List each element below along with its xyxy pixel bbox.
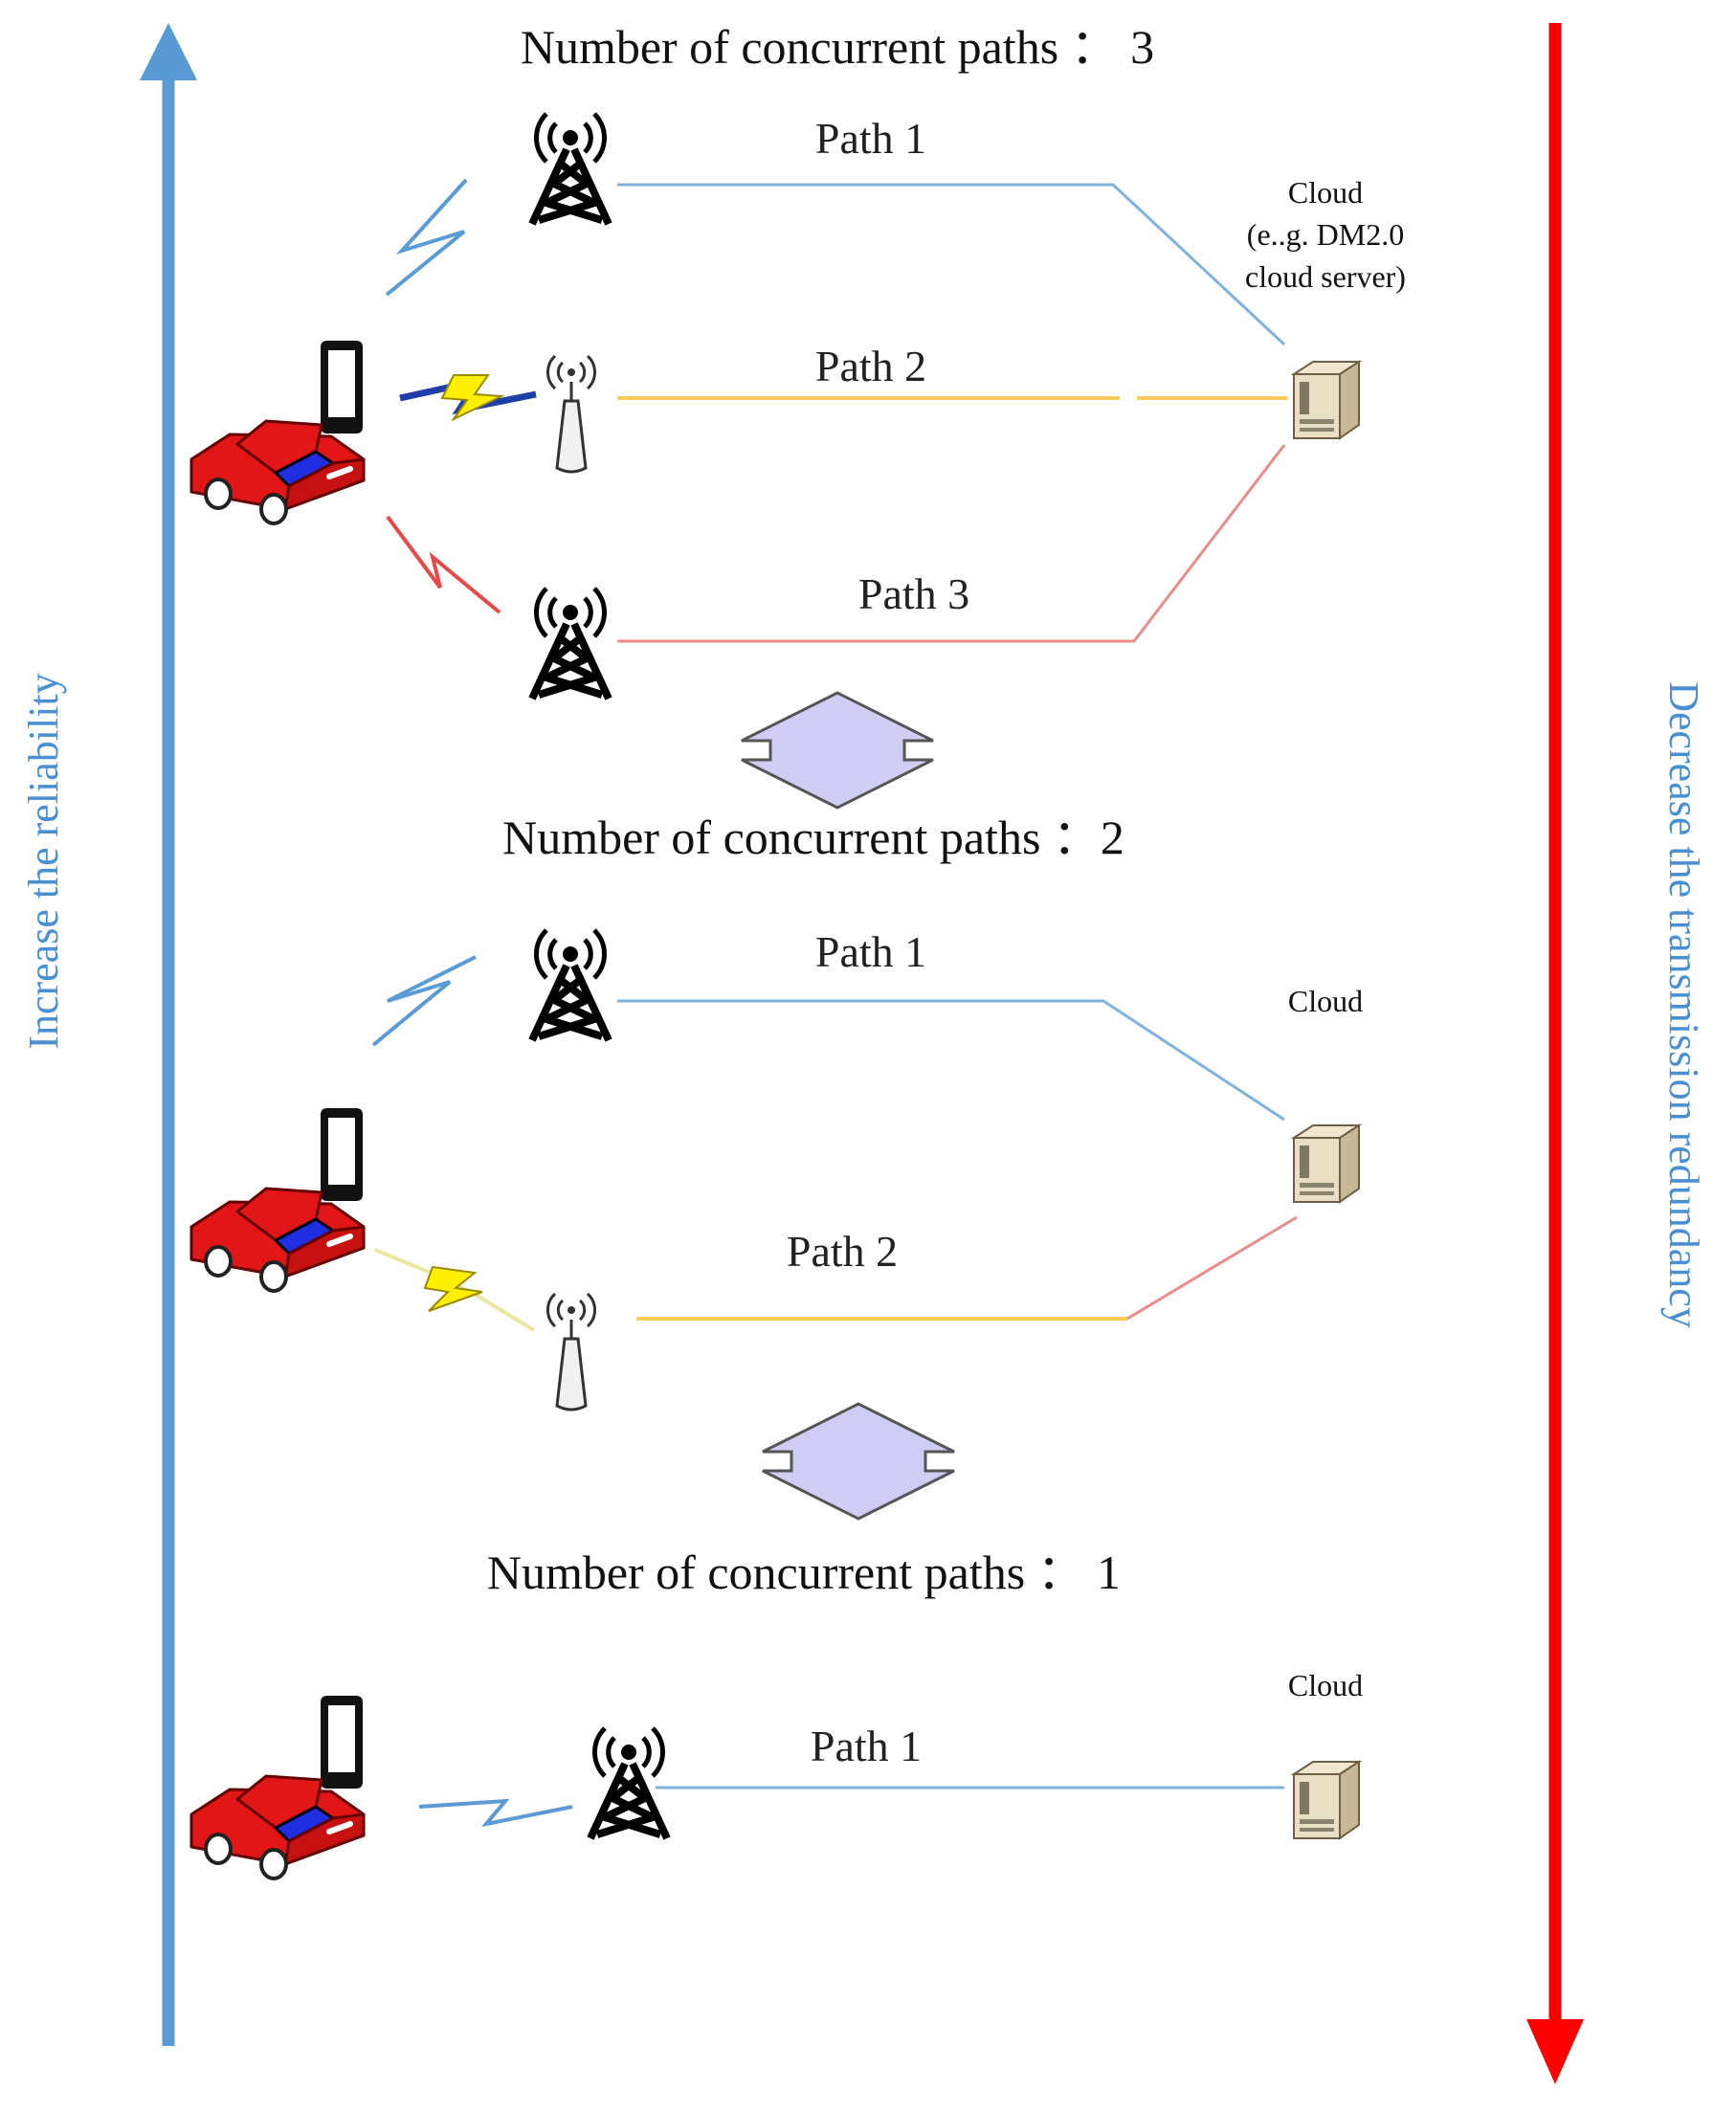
left-axis-label: Increase the reliability: [20, 673, 67, 1049]
path-line-1: [617, 999, 1285, 1122]
cell-tower-icon: [532, 589, 609, 699]
path-line-1: [617, 183, 1286, 346]
server-icon: [1293, 1761, 1360, 1839]
lightning-bolt: [440, 374, 505, 422]
reliability-axis-arrow: [140, 23, 197, 2046]
cloud-label: (e..g. DM2.0: [1247, 217, 1404, 252]
section-heading: Number of concurrent paths ： 1: [487, 1545, 1121, 1599]
section-one-path: Number of concurrent paths ： 1 Path 1 Cl…: [191, 1545, 1363, 1879]
wifi-access-point-icon: [545, 354, 597, 474]
cloud-label: Cloud: [1288, 1668, 1363, 1702]
path-label: Path 3: [858, 569, 969, 618]
path-line-3: [617, 444, 1286, 643]
cloud-label: cloud server): [1245, 259, 1406, 294]
cell-tower-icon: [532, 930, 609, 1040]
wireless-link-1: [418, 1798, 573, 1828]
section-three-paths: Number of concurrent paths ： 3 Path 1 Pa…: [191, 20, 1406, 699]
path-label: Path 2: [815, 342, 926, 390]
section-heading: Number of concurrent paths ：2: [502, 811, 1124, 864]
double-arrow-icon: [740, 691, 935, 810]
cell-tower-icon: [532, 114, 609, 224]
cell-tower-icon: [590, 1728, 667, 1838]
car-with-phone-icon: [191, 1696, 364, 1879]
path-label: Path 1: [811, 1722, 922, 1770]
car-with-phone-icon: [191, 341, 364, 523]
down-arrow-icon: [1526, 2019, 1584, 2084]
section-heading: Number of concurrent paths ： 3: [521, 20, 1154, 74]
server-icon: [1293, 1124, 1360, 1203]
path-line-2-end: [1126, 1215, 1298, 1321]
server-icon: [1293, 361, 1360, 439]
redundancy-axis-arrow: [1526, 23, 1584, 2084]
up-arrow-icon: [140, 23, 197, 80]
double-arrow-icon: [761, 1402, 956, 1521]
path-label: Path 1: [815, 927, 926, 976]
right-axis-label: Decrease the transmission redundancy: [1660, 681, 1707, 1328]
cloud-label: Cloud: [1288, 175, 1363, 210]
wifi-access-point-icon: [545, 1292, 597, 1412]
path-label: Path 2: [787, 1227, 898, 1276]
wireless-link-1: [385, 178, 468, 297]
wireless-link-3: [386, 515, 501, 614]
wireless-link-1: [371, 955, 477, 1047]
section-two-paths: Number of concurrent paths ：2 Path 1 Pat…: [191, 811, 1363, 1412]
cloud-label: Cloud: [1288, 984, 1363, 1018]
lightning-bolt: [423, 1265, 483, 1312]
path-label: Path 1: [815, 114, 926, 163]
car-with-phone-icon: [191, 1108, 364, 1291]
